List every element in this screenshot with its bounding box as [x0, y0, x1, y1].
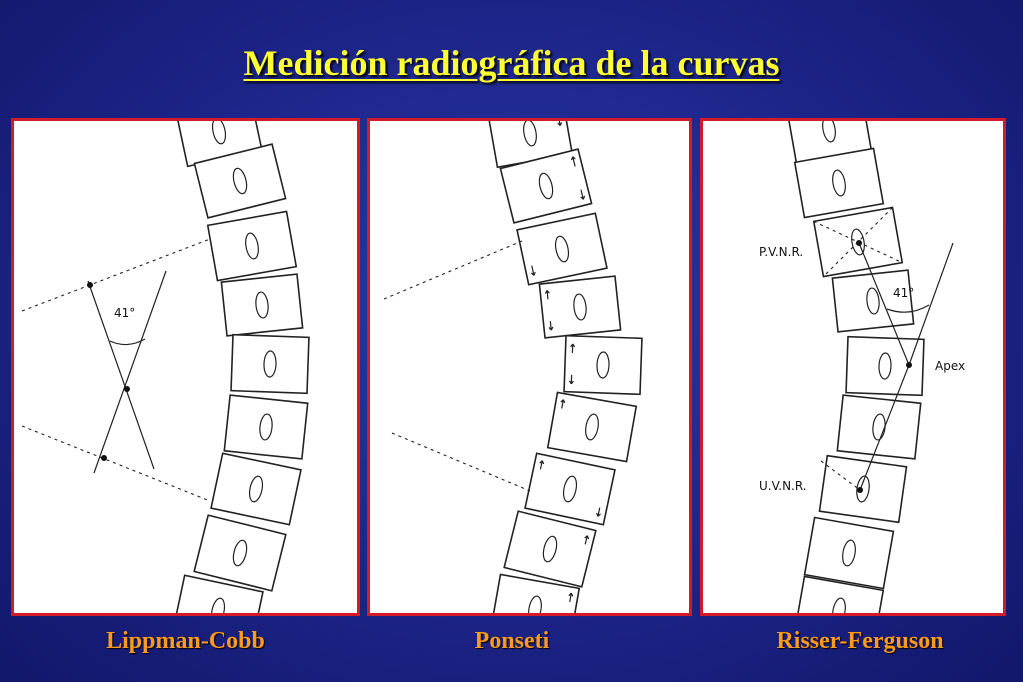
- rf-apex-label: Apex: [935, 359, 965, 373]
- caption-risser-ferguson: Risser-Ferguson: [776, 628, 944, 654]
- panel-lippman-cobb: 41°: [11, 118, 360, 616]
- ponseti-diagram: [383, 121, 643, 613]
- rf-lower-label: U.V.N.R.: [759, 479, 807, 493]
- rf-upper-label: P.V.N.R.: [759, 245, 803, 259]
- cobb-diagram: 41°: [21, 121, 310, 613]
- caption-ponseti: Ponseti: [474, 628, 550, 654]
- panel-risser-ferguson: 41° P.V.N.R. Apex U.V.N.R.: [700, 118, 1006, 616]
- caption-lippman-cobb: Lippman-Cobb: [106, 628, 265, 654]
- cobb-angle-label: 41°: [114, 306, 135, 320]
- slide-title: Medición radiográfica de la curvas: [243, 43, 780, 83]
- rf-angle-label: 41°: [893, 286, 914, 300]
- risser-ferguson-diagram: 41° P.V.N.R. Apex U.V.N.R.: [759, 121, 965, 613]
- panel-ponseti: [367, 118, 692, 616]
